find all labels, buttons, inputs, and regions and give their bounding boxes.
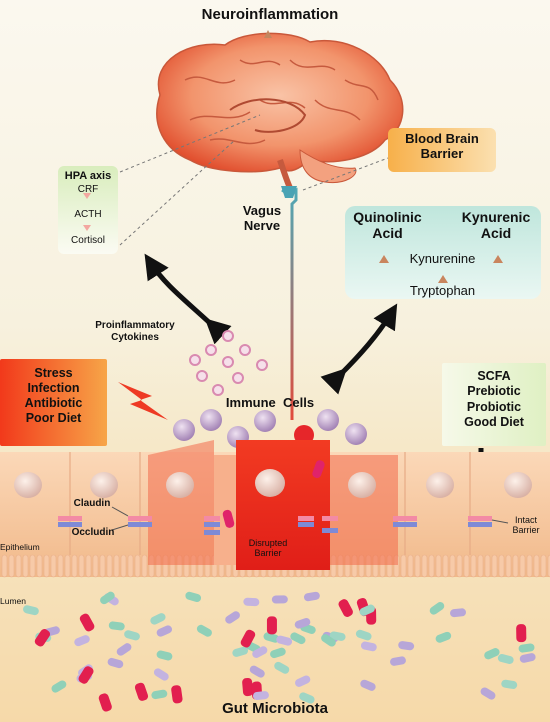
kynurenine-pathway-box: [345, 206, 541, 299]
hpa-axis-label: HPA axis CRF ACTH Cortisol: [64, 170, 112, 246]
connector-lines: [119, 114, 389, 246]
epithelium-layer: [0, 440, 550, 578]
brain-illustration: [156, 30, 404, 194]
scfa-box: [442, 363, 546, 446]
cytokine-particles: [189, 330, 268, 396]
lumen-label: Lumen: [0, 596, 26, 606]
title-neuroinflammation: Neuroinflammation: [201, 6, 339, 23]
epithelium-label: Epithelium: [0, 542, 40, 552]
immune-cells-label: Immune Cells: [225, 395, 315, 410]
arrow-brain-cytokines: [144, 253, 232, 345]
occludin-label: Occludin: [71, 527, 115, 538]
claudin-label: Claudin: [73, 498, 111, 509]
blood-brain-barrier-box: [388, 128, 496, 172]
gut-bacteria: [23, 591, 536, 712]
lightning-icon: [118, 382, 168, 420]
hpa-axis-box: [58, 166, 118, 254]
arrow-immune-kynurenine: [320, 303, 398, 395]
kynurenine-label: Kynurenine: [409, 251, 476, 266]
tryptophan-label: Tryptophan: [409, 283, 476, 298]
title-gut-microbiota: Gut Microbiota: [222, 700, 328, 717]
stress-factors-box: [0, 359, 107, 446]
